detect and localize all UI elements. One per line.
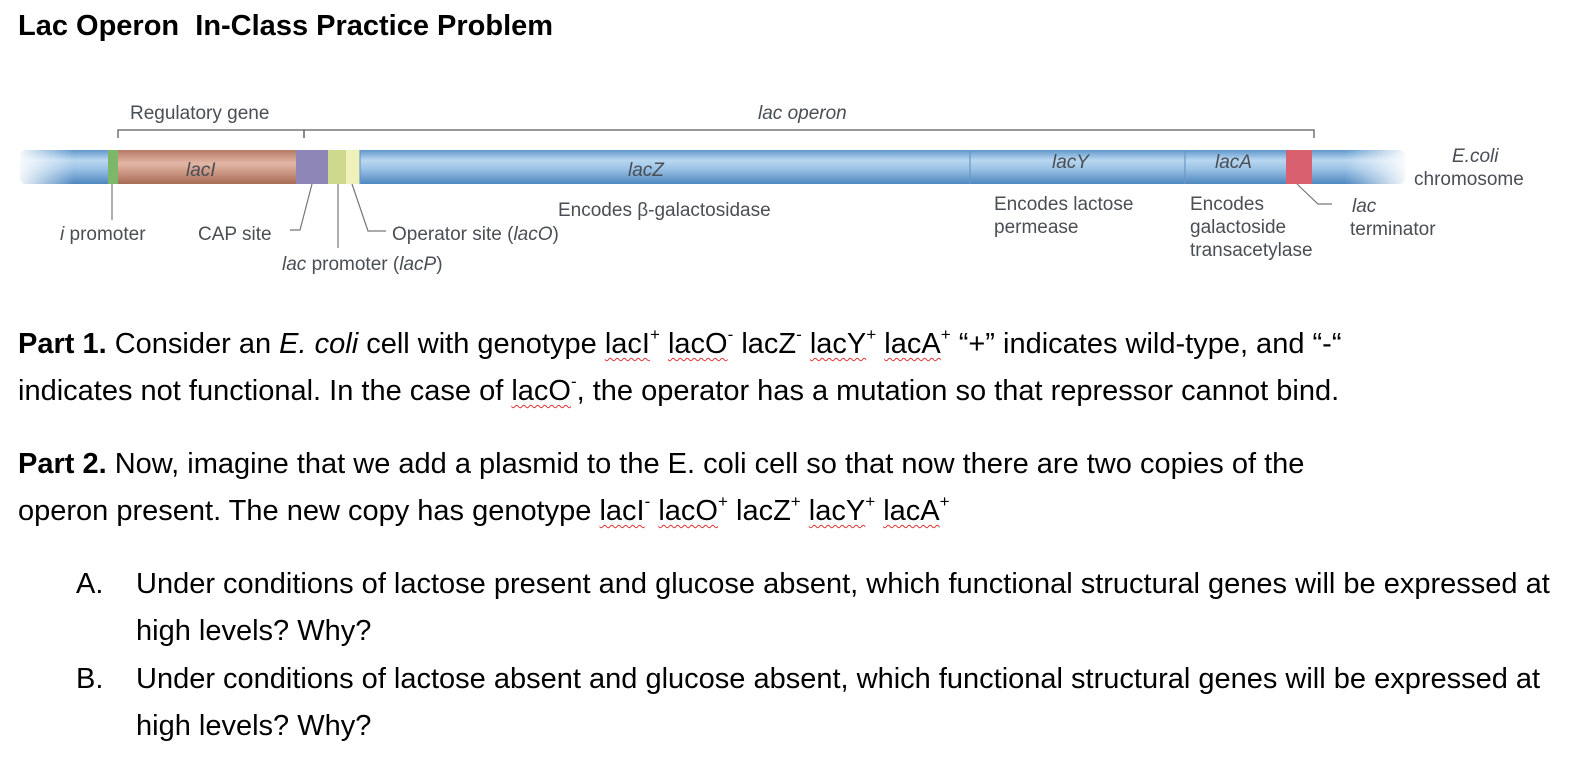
genotype2-lacy: lacY bbox=[808, 495, 866, 527]
genotype2-laco: lacO bbox=[658, 495, 718, 527]
part2-line1: Part 2. Now, imagine that we add a plasm… bbox=[18, 448, 1305, 480]
laca-label: lacA bbox=[1215, 152, 1252, 173]
lac-operon-label: lac operon bbox=[758, 103, 847, 124]
lac-terminator-label-2: terminator bbox=[1350, 219, 1436, 240]
i-promoter-segment bbox=[108, 150, 118, 184]
genotype2-laci: lacI bbox=[599, 495, 645, 527]
encodes-permease-label-2: permease bbox=[994, 217, 1079, 238]
part1-label: Part 1. bbox=[18, 328, 107, 360]
question-b-letter: B. bbox=[76, 663, 104, 695]
genotype-laci: lacI bbox=[604, 328, 650, 360]
encodes-transacetylase-label-1: Encodes bbox=[1190, 194, 1264, 215]
lac-terminator-label-1: lac bbox=[1352, 196, 1377, 217]
genotype-lacz: lacZ bbox=[741, 328, 797, 360]
lac-promoter-label: lac promoter (lacP) bbox=[282, 254, 443, 275]
terminator-segment bbox=[1286, 150, 1312, 184]
chromosome-tube bbox=[20, 150, 1405, 184]
laci-gene-segment bbox=[118, 150, 296, 184]
encodes-transacetylase-label-3: transacetylase bbox=[1190, 240, 1313, 261]
part1-line1: Part 1. Consider an E. coli cell with ge… bbox=[18, 325, 1342, 360]
genotype-laca: lacA bbox=[884, 328, 941, 360]
operator-segment bbox=[346, 150, 360, 184]
lac-promoter-segment bbox=[328, 150, 346, 184]
lac-operon-bracket bbox=[303, 129, 1315, 138]
encodes-permease-label-1: Encodes lactose bbox=[994, 194, 1133, 215]
genotype-laco: lacO bbox=[667, 328, 728, 360]
part2-line2: operon present. The new copy has genotyp… bbox=[18, 492, 950, 527]
question-a-text: Under conditions of lactose present and … bbox=[136, 568, 1550, 647]
i-promoter-label: i promoter bbox=[60, 224, 146, 245]
ecoli-label: E.coli bbox=[1452, 146, 1499, 167]
lacy-label: lacY bbox=[1052, 152, 1090, 173]
encodes-bgal-label: Encodes β-galactosidase bbox=[558, 200, 771, 221]
laci-label: lacI bbox=[186, 160, 216, 181]
regulatory-gene-bracket bbox=[117, 129, 305, 138]
question-a-letter: A. bbox=[76, 568, 104, 600]
cap-site-label: CAP site bbox=[198, 224, 272, 245]
operator-site-label: Operator site (lacO) bbox=[392, 224, 559, 245]
lac-operon-diagram: Regulatory gene lac operon lacI lacZ lac… bbox=[14, 103, 1524, 275]
encodes-transacetylase-label-2: galactoside bbox=[1190, 217, 1286, 238]
part2-label: Part 2. bbox=[18, 448, 107, 480]
lacz-label: lacZ bbox=[628, 160, 665, 181]
part1-line2: indicates not functional. In the case of… bbox=[18, 372, 1340, 407]
cap-site-segment bbox=[296, 150, 328, 184]
genotype-lacy: lacY bbox=[809, 328, 867, 360]
page-title: Lac Operon In-Class Practice Problem bbox=[18, 10, 554, 42]
genotype2-lacz: lacZ bbox=[736, 495, 791, 527]
question-b-text: Under conditions of lactose absent and g… bbox=[136, 663, 1541, 742]
chromosome-label: chromosome bbox=[1414, 169, 1524, 190]
genotype2-laca: lacA bbox=[883, 495, 940, 527]
regulatory-gene-label: Regulatory gene bbox=[130, 103, 269, 124]
